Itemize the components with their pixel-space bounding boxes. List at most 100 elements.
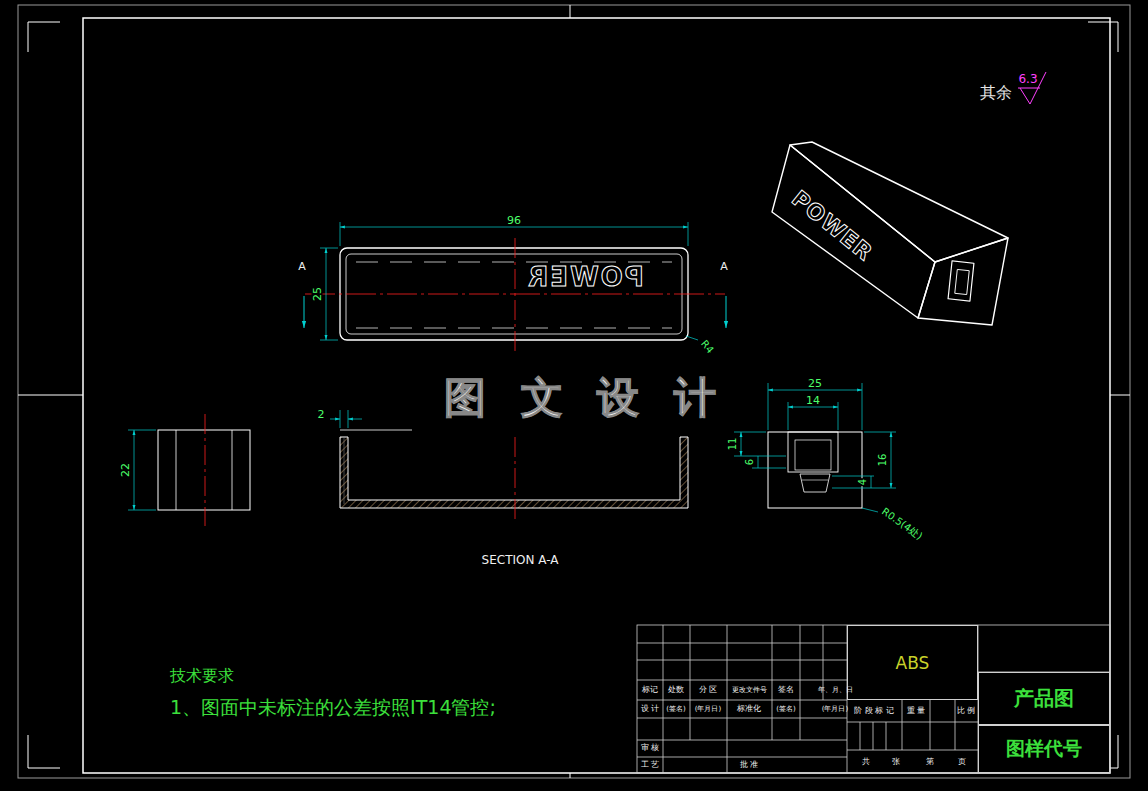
section-mark: A [720,261,728,272]
roughness-value: 6.3 [1018,73,1037,85]
end-view [871,476,872,488]
top-view [340,222,341,246]
title-block-cell: ABS [847,625,978,700]
isometric-view [772,142,1008,325]
table-cell: 更改文件号 [732,687,767,694]
logo-text: POWER [788,187,876,265]
top-view [726,296,727,328]
sheet-frame [1088,22,1118,52]
title-block-cell: 产品图 [978,672,1110,725]
table-cell: 签名 [778,686,794,694]
view-caption: SECTION A-A [482,554,559,566]
title-block-grid [847,750,978,751]
dimension-text: 4 [858,478,868,486]
end-view [734,383,896,512]
isometric-view [918,238,1008,325]
side-view [158,430,250,510]
title-block-grid [637,643,847,644]
end-view [768,432,862,508]
top-view [688,222,689,246]
note-text: 其余 [980,85,1012,101]
title-block-grid [955,700,956,750]
end-view [788,432,838,472]
side-view [128,430,156,431]
dimension-text: 25 [312,286,323,302]
end-view [862,508,878,512]
top-view [356,262,672,263]
dimension-text: 25 [807,378,823,389]
sheet-frame [570,5,571,18]
end-view [802,480,828,481]
section-view [340,430,412,431]
table-cell: (年月日) [695,706,721,713]
dimension-text: 22 [120,462,131,478]
title-block-grid [873,722,874,750]
title-block-grid [663,625,664,773]
table-cell: (年月日) [822,706,848,713]
top-view [686,336,698,340]
end-view [758,456,759,468]
dimension-text: 6 [745,458,755,466]
dimension-text: 2 [317,409,326,420]
end-view [788,407,838,408]
top-view [320,248,338,249]
dimension-text: 14 [805,395,821,406]
sheet-frame [18,5,1130,778]
isometric-view [772,145,935,318]
top-view [304,222,726,352]
logo-text: POWER [523,264,647,290]
isometric-view [955,269,969,294]
end-view [838,402,839,430]
title-block-grid [886,722,887,750]
table-cell: 张 [892,758,900,766]
isometric-view [790,142,1008,262]
section-view [330,410,688,522]
title-block-grid [727,625,728,773]
top-view [326,248,327,340]
roughness-symbol [1018,72,1046,104]
radius-text: R0.5(4处) [880,506,924,541]
radius-text: R4 [699,339,715,356]
dimension-text: 11 [728,437,738,452]
section-view [348,419,362,420]
table-cell: 阶 段 标 记 [854,707,894,715]
section-view [330,419,340,420]
top-view [340,227,688,228]
section-view [515,437,516,522]
dimension-text: 96 [506,215,522,226]
side-view [232,430,233,510]
isometric-view [948,261,974,301]
title-block-grid [847,722,978,723]
end-view [891,432,892,488]
title-block-grid [637,625,1110,773]
sheet-frame [18,5,1130,778]
table-cell: 比 例 [957,707,976,715]
title-block-grid [860,722,861,750]
end-view [768,390,862,391]
table-cell: 工 艺 [641,761,660,769]
sheet-frame [1110,395,1130,396]
cell-text: 产品图 [1014,685,1074,712]
end-view [752,468,786,469]
end-view [832,476,874,477]
sheet-frame [83,18,1110,773]
sheet-frame [28,22,60,52]
cell-text: ABS [896,653,930,673]
end-view [788,402,789,430]
table-cell: (签名) [776,706,795,713]
title-block-cell: 图样代号 [978,725,1110,773]
top-view [356,328,672,329]
sheet-frame [28,735,60,768]
title-block-grid [637,740,847,741]
table-cell: 页 [958,758,966,766]
notes-heading: 技术要求 [170,668,234,684]
end-view [795,440,831,470]
top-view [320,340,338,341]
title-block-grid [637,757,847,758]
top-view [515,238,516,352]
table-cell: 年、月、日 [818,687,853,694]
table-cell: 处数 [668,686,684,694]
side-view [128,510,156,511]
section-mark: A [298,261,306,272]
table-cell: 标准化 [737,705,761,713]
